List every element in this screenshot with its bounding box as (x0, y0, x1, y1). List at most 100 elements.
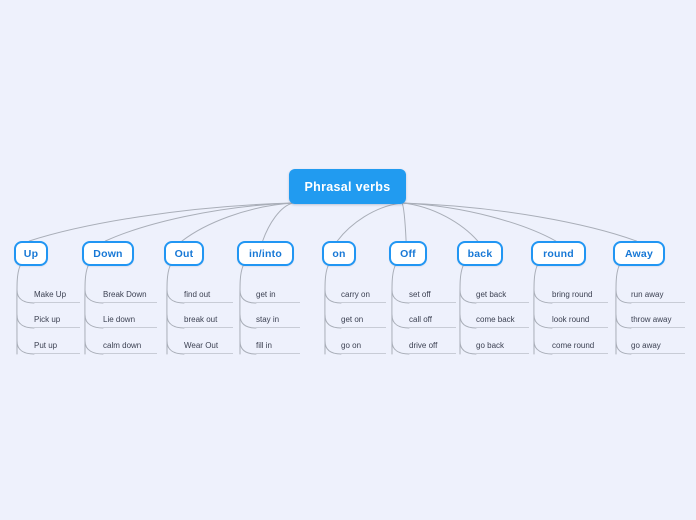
branch-node-back[interactable]: back (457, 241, 503, 266)
connector-root-to-in-into (262, 202, 294, 242)
leaf-item-stay-in[interactable]: stay in (256, 313, 300, 328)
leaf-item-label: fill in (256, 341, 273, 350)
leaf-item-come-back[interactable]: come back (476, 313, 529, 328)
leaf-item-put-up[interactable]: Put up (34, 339, 80, 354)
leaf-item-go-away[interactable]: go away (631, 339, 685, 354)
leaf-item-drive-off[interactable]: drive off (409, 339, 456, 354)
leaf-item-label: Lie down (103, 315, 136, 324)
connector-hook-break-out (166, 314, 185, 329)
connector-spine-back (459, 265, 464, 355)
leaf-item-label: call off (409, 315, 432, 324)
branch-node-label: back (467, 247, 493, 260)
connector-hook-get-in (239, 289, 257, 304)
leaf-item-call-off[interactable]: call off (409, 313, 456, 328)
leaf-item-label: throw away (631, 315, 672, 324)
connector-hook-stay-in (239, 314, 257, 329)
connector-root-to-round (401, 202, 557, 242)
leaf-item-label: set off (409, 290, 431, 299)
connector-spine-in-into (239, 265, 244, 355)
branch-node-label: in/into (249, 247, 282, 260)
leaf-item-come-round[interactable]: come round (552, 339, 608, 354)
leaf-item-label: look round (552, 315, 590, 324)
connector-hook-make-up (16, 289, 35, 304)
leaf-item-bring-round[interactable]: bring round (552, 288, 608, 303)
connector-spine-away (615, 265, 620, 355)
leaf-item-label: drive off (409, 341, 438, 350)
leaf-item-label: Break Down (103, 290, 147, 299)
branch-node-on[interactable]: on (322, 241, 356, 266)
leaf-item-label: bring round (552, 290, 593, 299)
leaf-item-label: Put up (34, 341, 58, 350)
leaf-item-label: Wear Out (184, 341, 219, 350)
connector-spine-round (533, 265, 538, 355)
connector-hook-drive-off (391, 340, 410, 355)
leaf-item-carry-on[interactable]: carry on (341, 288, 386, 303)
branch-node-in-into[interactable]: in/into (237, 241, 294, 266)
branch-node-round[interactable]: round (531, 241, 586, 266)
connector-root-to-away (401, 202, 637, 242)
leaf-item-break-down[interactable]: Break Down (103, 288, 157, 303)
connector-hook-pick-up (16, 314, 35, 329)
leaf-item-make-up[interactable]: Make Up (34, 288, 80, 303)
connector-root-to-out (181, 202, 294, 242)
connector-root-to-up (28, 202, 294, 242)
connector-hook-look-round (533, 314, 553, 329)
connector-hook-put-up (16, 340, 35, 355)
leaf-item-get-on[interactable]: get on (341, 313, 386, 328)
branch-node-label: Off (400, 247, 416, 260)
leaf-item-get-in[interactable]: get in (256, 288, 300, 303)
leaf-item-throw-away[interactable]: throw away (631, 313, 685, 328)
root-node-label: Phrasal verbs (304, 179, 391, 194)
leaf-item-label: stay in (256, 315, 280, 324)
connector-spine-down (84, 265, 89, 355)
leaf-item-label: find out (184, 290, 211, 299)
leaf-item-lie-down[interactable]: Lie down (103, 313, 157, 328)
connector-hook-set-off (391, 289, 410, 304)
root-node-phrasal-verbs[interactable]: Phrasal verbs (289, 169, 406, 204)
leaf-item-look-round[interactable]: look round (552, 313, 608, 328)
leaf-item-wear-out[interactable]: Wear Out (184, 339, 233, 354)
leaf-item-get-back[interactable]: get back (476, 288, 529, 303)
connector-hook-fill-in (239, 340, 257, 355)
branch-node-away[interactable]: Away (613, 241, 665, 266)
branch-node-label: Out (174, 247, 194, 260)
leaf-item-label: come back (476, 315, 515, 324)
connector-hook-run-away (615, 289, 632, 304)
leaf-item-label: go on (341, 341, 362, 350)
leaf-item-label: run away (631, 290, 664, 299)
connector-hook-lie-down (84, 314, 104, 329)
leaf-item-go-on[interactable]: go on (341, 339, 386, 354)
connector-root-to-down (104, 202, 294, 242)
connector-hook-come-round (533, 340, 553, 355)
connector-hook-get-back (459, 289, 477, 304)
leaf-item-label: go away (631, 341, 661, 350)
leaf-item-fill-in[interactable]: fill in (256, 339, 300, 354)
connector-spine-out (166, 265, 171, 355)
connector-root-to-back (401, 202, 479, 242)
branch-node-label: on (332, 247, 346, 260)
leaf-item-label: get in (256, 290, 276, 299)
connector-hook-go-away (615, 340, 632, 355)
branch-node-label: Down (93, 247, 123, 260)
leaf-item-run-away[interactable]: run away (631, 288, 685, 303)
leaf-item-pick-up[interactable]: Pick up (34, 313, 80, 328)
branch-node-up[interactable]: Up (14, 241, 48, 266)
leaf-item-find-out[interactable]: find out (184, 288, 233, 303)
connector-hook-break-down (84, 289, 104, 304)
leaf-item-go-back[interactable]: go back (476, 339, 529, 354)
leaf-item-label: come round (552, 341, 595, 350)
branch-node-down[interactable]: Down (82, 241, 134, 266)
branch-node-label: round (543, 247, 574, 260)
leaf-item-label: break out (184, 315, 218, 324)
leaf-item-break-out[interactable]: break out (184, 313, 233, 328)
connector-spine-up (16, 265, 21, 355)
connector-hook-get-on (324, 314, 342, 329)
branch-node-out[interactable]: Out (164, 241, 204, 266)
connector-hook-carry-on (324, 289, 342, 304)
leaf-item-set-off[interactable]: set off (409, 288, 456, 303)
connector-spine-off (391, 265, 396, 355)
branch-node-off[interactable]: Off (389, 241, 427, 266)
leaf-item-calm-down[interactable]: calm down (103, 339, 157, 354)
connector-hook-throw-away (615, 314, 632, 329)
